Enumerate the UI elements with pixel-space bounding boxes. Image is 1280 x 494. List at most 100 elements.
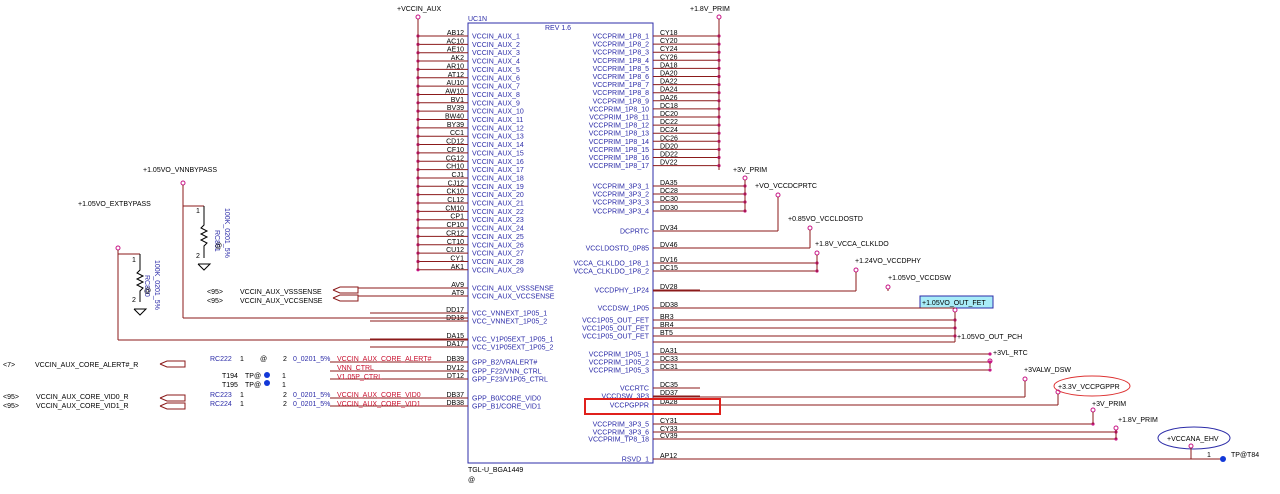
pin-ball: DC33: [660, 356, 678, 363]
pin-name: GPP_B2/VRALERT#: [472, 360, 537, 367]
pin-name: VCCIN_AUX_20: [472, 192, 524, 199]
pin-ball: CY18: [660, 30, 678, 37]
pin-name: VCCIN_AUX_6: [472, 75, 520, 82]
pin-ball: CD12: [446, 139, 464, 146]
svg-text:<95>: <95>: [3, 394, 19, 401]
pin-name: VCC_VNNEXT_1P05_1: [472, 311, 547, 318]
pin-name: VCCIN_AUX_25: [472, 234, 524, 241]
pin-ball: DB38: [446, 400, 464, 407]
pin-ball: DT12: [447, 373, 464, 380]
pin-ball: CK10: [446, 189, 464, 196]
tp-t84[interactable]: 1 TP@T84: [653, 452, 1259, 462]
pin-ball: DC30: [660, 196, 678, 203]
pin-ball: DD17: [446, 307, 464, 314]
pin-name: VCCIN_AUX_15: [472, 150, 524, 157]
pin-ball: DD37: [660, 390, 678, 397]
pin-name: VCCIN_AUX_8: [472, 92, 520, 99]
pin-name: VCCPGPPR: [610, 403, 649, 410]
pin-name: VCCPRIM_1P8_13: [589, 131, 649, 138]
pin-ball: AW10: [445, 88, 464, 95]
pin-ball: CG12: [446, 155, 464, 162]
pin-name: VCCIN_AUX_10: [472, 109, 524, 116]
pin-ball: DC24: [660, 127, 678, 134]
svg-text:1: 1: [240, 356, 244, 363]
svg-text:+3.3V_VCCPGPPR: +3.3V_VCCPGPPR: [1058, 384, 1120, 391]
pin-ball: AR10: [446, 63, 464, 70]
svg-text:1: 1: [240, 392, 244, 399]
rc801-resistor: 1 2 RC801 100K_0201_5% @: [196, 206, 230, 271]
pin-name: VCCPRIM_1P05_3: [589, 368, 649, 375]
pin-name: VCCIN_AUX_1: [472, 34, 520, 41]
pin-name: VCCPRIM_1P8_8: [593, 90, 650, 97]
svg-text:+0.85VO_VCCLDOSTD: +0.85VO_VCCLDOSTD: [788, 216, 863, 223]
pin-name: VCCIN_AUX_21: [472, 201, 524, 208]
pin-ball: DC35: [660, 382, 678, 389]
pin-name: VCCIN_AUX_13: [472, 134, 524, 141]
pin-name: VCCIN_AUX_28: [472, 259, 524, 266]
pin-ball: DD30: [660, 205, 678, 212]
pin-ball: DV22: [660, 160, 678, 167]
svg-text:V1.05P_CTRL: V1.05P_CTRL: [337, 374, 382, 381]
pin-ball: DC28: [660, 188, 678, 195]
pin-name: VCCPRIM_1P8_14: [589, 139, 649, 146]
pin-name: VCCPRIM_1P8_12: [589, 123, 649, 130]
pin-name: VCCIN_AUX_11: [472, 117, 523, 124]
pin-name: VCCIN_AUX_22: [472, 209, 524, 216]
svg-text:VNN_CTRL: VNN_CTRL: [337, 365, 374, 372]
svg-text:2: 2: [283, 392, 287, 399]
pin-name: VCCPRIM_1P8_3: [593, 50, 650, 57]
svg-text:VCCIN_AUX_CORE_VID0_R: VCCIN_AUX_CORE_VID0_R: [36, 394, 129, 401]
pin-ball: AT9: [452, 290, 464, 297]
pin-ball: AK2: [451, 55, 464, 62]
pin-name: VCCIN_AUX_23: [472, 217, 524, 224]
svg-text:VCCIN_AUX_CORE_VID1: VCCIN_AUX_CORE_VID1: [337, 401, 421, 408]
pin-name: VCCIN_AUX_4: [472, 59, 520, 66]
right-pin-group: CY18VCCPRIM_1P8_1CY20VCCPRIM_1P8_2CY24VC…: [574, 30, 1118, 464]
svg-text:VCCIN_AUX_VSSSENSE: VCCIN_AUX_VSSSENSE: [240, 289, 322, 296]
pin-ball: AC10: [446, 38, 464, 45]
svg-text:1: 1: [132, 257, 136, 264]
pin-name: VCCA_CLKLDO_1P8_2: [574, 269, 650, 276]
svg-text:1: 1: [240, 401, 244, 408]
pin-name: VCCPRIM_3P3_3: [593, 200, 650, 207]
extbypass-rail: +1.05VO_EXTBYPASS: [78, 201, 468, 341]
pin-name: VCCIN_AUX_24: [472, 226, 524, 233]
svg-text:1: 1: [196, 208, 200, 215]
alert-signals: <7> VCCIN_AUX_CORE_ALERT#_R RC222 1 @ 2 …: [3, 356, 432, 389]
rc800-resistor: 1 2 RC800 100K_0201_5% @: [132, 254, 160, 316]
svg-text:1: 1: [1207, 452, 1211, 459]
pin-ball: AU10: [446, 80, 464, 87]
pin-name: VCCPRIM_1P8_2: [593, 42, 650, 49]
svg-text:VCCIN_AUX_CORE_ALERT#: VCCIN_AUX_CORE_ALERT#: [337, 356, 432, 363]
svg-text:@: @: [260, 356, 267, 363]
pin-ball: BR4: [660, 322, 674, 329]
pin-name: VCCIN_AUX_17: [472, 167, 524, 174]
pin-ball: BT5: [660, 330, 673, 337]
pin-name: VCCPRIM_1P8_1: [593, 34, 650, 41]
pin-name: VCCA_CLKLDO_1P8_1: [574, 261, 650, 268]
pin-ball: CP10: [446, 222, 464, 229]
pin-ball: AB12: [447, 30, 464, 37]
pin-name: VCCPRIM_3P3_6: [593, 430, 650, 437]
pin-ball: DC31: [660, 364, 678, 371]
svg-text:2: 2: [196, 253, 200, 260]
pin-ball: DC22: [660, 119, 678, 126]
pin-ball: CH10: [446, 164, 464, 171]
pin-name: GPP_B1/CORE_VID1: [472, 404, 541, 411]
pin-name: VCCIN_AUX_19: [472, 184, 524, 191]
svg-text:2: 2: [283, 356, 287, 363]
